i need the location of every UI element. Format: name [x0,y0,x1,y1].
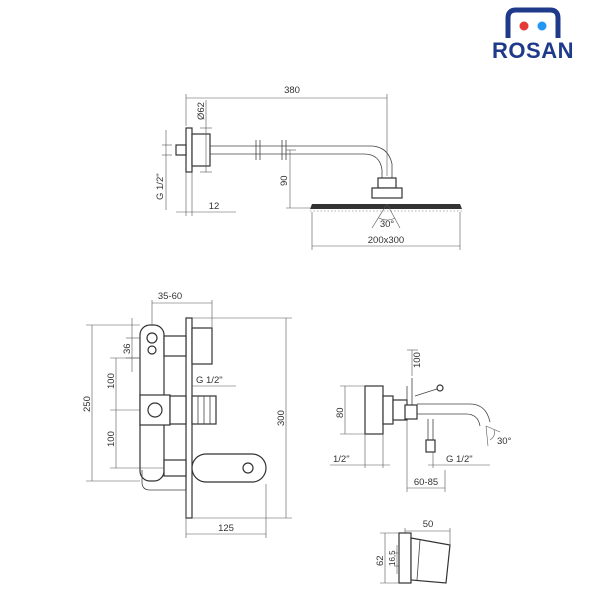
spout-top-height: 100 [412,352,423,368]
wall-plate [185,317,193,519]
upper-spacing: 100 [106,373,117,389]
holder-width: 50 [423,519,434,530]
shower-head-view: 30° 380 Ø62 G 1/2" 12 90 200x300 [155,85,462,250]
brand-name: ROSAN [492,38,574,63]
holder-body [410,537,451,584]
logo-arch [505,7,561,38]
holder-height: 62 [375,555,386,566]
logo-blue-dot [537,21,547,31]
head-size: 200x300 [368,235,404,246]
spout-height: 80 [335,407,346,418]
mixer-total-height: 250 [82,396,93,412]
lower-spacing: 100 [106,431,117,447]
shower-thread: G 1/2" [155,173,166,200]
flange-depth: 12 [209,201,220,212]
arm-length: 380 [284,85,300,96]
spout-thread-right: G 1/2" [446,454,473,465]
bath-spout-view: 30° 80 100 1/2" G 1/2" 60-85 [330,349,512,492]
plate-height: 300 [276,410,287,426]
logo-red-dot [519,21,529,31]
holder-plate [398,532,412,584]
concealed-mixer-view: 35-60 36 100 100 250 300 G 1/2" 125 [82,291,292,538]
spout-wall-plate [364,385,384,435]
small-spacing: 36 [122,343,133,354]
shower-head-plate [310,204,462,209]
mixer-thread: G 1/2" [196,375,223,386]
holder-inner-height: 16,5 [388,550,397,566]
mixer-depth: 125 [218,523,234,534]
arm-drop: 90 [279,175,290,186]
brand-logo: ROSAN [492,7,574,63]
hand-shower-view: 50 62 16,5 [375,519,451,584]
spout-thread-left: 1/2" [333,454,350,465]
mixer-lever [191,453,267,483]
spout-angle: 30° [497,436,512,447]
thread-stub [175,144,187,156]
shower-angle: 30° [380,219,395,230]
top-offset: 35-60 [158,291,182,302]
flange-body [191,133,211,167]
spout-projection: 60-85 [414,477,438,488]
flange-diameter: Ø62 [196,102,207,120]
wall-flange [185,127,193,173]
